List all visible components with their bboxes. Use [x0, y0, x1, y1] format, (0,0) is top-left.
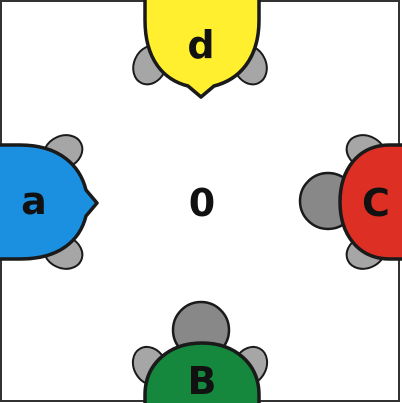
turtle-top-shell — [143, 0, 261, 99]
turtle-bottom-shell — [143, 341, 261, 403]
turtle-bottom[interactable]: B — [126, 300, 274, 403]
turtle-bottom-label: B — [188, 359, 217, 403]
center-value: 0 — [189, 181, 215, 225]
turtle-right[interactable]: C — [298, 129, 402, 275]
turtle-left-shell — [0, 143, 99, 261]
turtle-left-label: a — [21, 179, 47, 223]
turtle-top-label: d — [187, 23, 214, 67]
turtle-top[interactable]: d — [127, 0, 273, 99]
turtle-left[interactable]: a — [0, 129, 99, 275]
turtle-right-label: C — [362, 181, 390, 225]
turtle-right-shell — [338, 143, 402, 261]
